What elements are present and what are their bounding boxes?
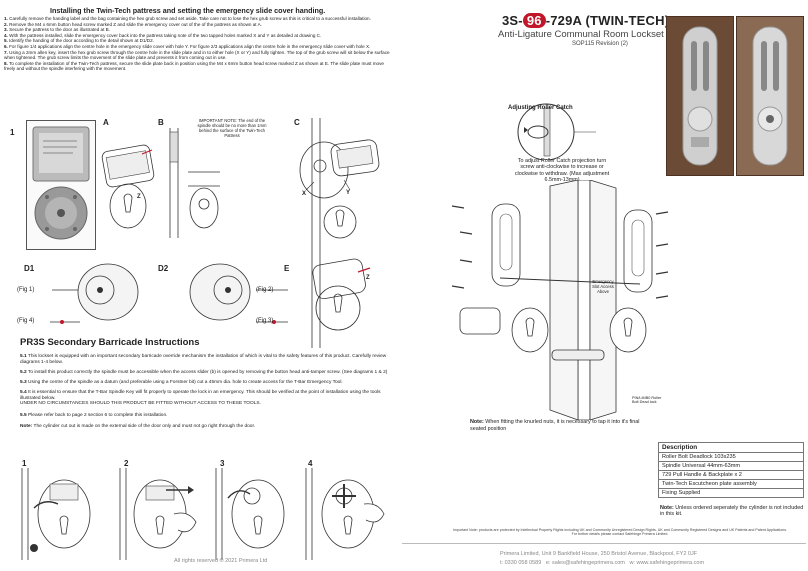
step-7: 7. Using a 2mm allen key, insert the hex… <box>4 49 390 61</box>
step-2: 2. Remove the M4 x 6mm button head screw… <box>4 21 262 27</box>
desc-item: Spindle Universal 44mm-63mm <box>658 461 804 471</box>
contact-phone: t: 0330 058 0589 <box>500 560 542 566</box>
figure-a-z-label: Z <box>137 194 141 200</box>
callout-text: To adjust Roller Catch projection turn s… <box>514 158 610 184</box>
product-subtitle: Anti-Ligature Communal Room Lockset <box>498 29 664 40</box>
revision: SOP115 Revision (2) <box>572 41 628 47</box>
step-3: 3. Secure the pattress to the door as il… <box>4 27 110 33</box>
roller-catch-callout <box>517 103 596 160</box>
fig-4-tag: (Fig 4) <box>17 318 35 324</box>
figure-e-label: E <box>284 264 290 273</box>
roller-bolt-label: PIN/LIMB0 Roller Bolt Dead lock <box>632 396 662 405</box>
step-1: 1. Carefully remove the handing label an… <box>4 16 371 21</box>
diagram-3-label: 3 <box>220 459 225 468</box>
para-5-4: 5.4 It is essential to ensure that the T… <box>20 389 381 401</box>
step-8: 8. To complete the installation of the T… <box>4 60 384 72</box>
description-table: Description Roller Bolt Deadlock 103x235… <box>658 442 804 498</box>
door-edge-lines <box>311 118 321 348</box>
figure-d2-drawing <box>189 263 288 324</box>
title-number-badge: 96 <box>522 13 546 28</box>
fig-2-tag: (Fig 2) <box>256 287 274 293</box>
step-5: 5. Identify the handing of the door acco… <box>4 38 154 44</box>
figure-b-label: B <box>158 118 164 127</box>
figure-c-drawing <box>299 139 380 239</box>
company-address: Primera Limited, Unit 9 Bankfield House,… <box>500 551 698 557</box>
para-5-5: 5.5 Please refer back to page 2 section … <box>20 413 168 419</box>
hole-y-label: Y <box>346 190 351 196</box>
figure-c-label: C <box>294 118 300 127</box>
cylinder-not-included-note: Note: Unless ordered seperately the cyli… <box>660 505 804 518</box>
pull-handle-photo-icon-2 <box>752 26 788 166</box>
product-photo-left <box>666 16 734 176</box>
ip-note-line-2: For further details please contact Safeh… <box>571 532 669 537</box>
ip-note: Important Note: products are protected b… <box>436 528 804 537</box>
step-6: 6. For figure 1/4 applications align the… <box>4 43 371 49</box>
copyright: All rights reserved © 2021 Primera Ltd <box>174 558 268 564</box>
figure-e-z-label: Z <box>366 275 370 281</box>
install-heading: Installing the Twin-Tech pattress and se… <box>50 6 326 15</box>
diagram-2-label: 2 <box>124 459 129 468</box>
callout-title: Adjusting Roller Catch <box>508 105 573 111</box>
diagram-1-label: 1 <box>22 459 27 468</box>
figure-e-drawing <box>312 258 371 331</box>
title-suffix: -729A (TWIN-TECH) <box>545 13 670 28</box>
pull-handle-photo-icon <box>682 26 718 166</box>
important-note: IMPORTANT NOTE: The end of the spindle s… <box>197 118 267 138</box>
fig-3-tag: (Fig 3) <box>256 318 274 324</box>
exploded-lock-diagram <box>451 180 669 420</box>
figure-1-photos <box>26 120 96 250</box>
footer-divider <box>402 543 806 544</box>
warning-text: UNDER NO CIRCUMSTANCES SHOULD THIS PRODU… <box>20 401 261 407</box>
pr3s-paragraphs: 5.1 This lockset is equipped with an imp… <box>20 354 390 430</box>
knurled-nut-note: Note: When fitting the knurled nuts, it … <box>470 419 640 432</box>
figure-d2-label: D2 <box>158 264 169 273</box>
step-4: 4. With the pattress installed, slide th… <box>4 32 322 38</box>
barricade-diagrams <box>21 468 385 560</box>
figure-d1-label: D1 <box>24 264 35 273</box>
desc-item: Fixing Supplied <box>658 488 804 498</box>
emergency-slot-label: Emergency Slot Access Above <box>592 279 614 294</box>
pattress-photo-illustration <box>32 126 90 240</box>
cylinder-note: Note: The cylinder cut out is made on th… <box>20 424 256 430</box>
title-prefix: 3S- <box>502 13 523 28</box>
hole-x-label: X <box>302 191 307 197</box>
install-steps: 1. Carefully remove the handing label an… <box>4 16 390 72</box>
desc-item: Roller Bolt Deadlock 103x235 <box>658 452 804 462</box>
pr3s-title: PR3S Secondary Barricade Instructions <box>20 337 200 348</box>
contact-website[interactable]: w: www.safehingeprimera.com <box>629 560 705 566</box>
figure-a-label: A <box>103 118 109 127</box>
para-5-3: 5.3 Using the centre of the spindle as a… <box>20 379 343 385</box>
para-5-2: 5.2 To install this product correctly th… <box>20 369 388 375</box>
figure-b-drawing <box>169 128 220 238</box>
desc-item: 729 Pull Handle & Backplate x 2 <box>658 470 804 480</box>
product-title: 3S-96-729A (TWIN-TECH) <box>502 13 669 28</box>
ip-note-line-1: Important Note: products are protected b… <box>453 528 787 532</box>
description-header: Description <box>658 442 804 453</box>
desc-item: Twin-Tech Escutcheon plate assembly <box>658 479 804 489</box>
figure-d1-drawing <box>50 263 139 324</box>
figure-1-label: 1 <box>10 128 15 137</box>
contact-email[interactable]: e: sales@safehingeprimera.com <box>545 560 625 566</box>
contact-line: t: 0330 058 0589 e: sales@safehingeprime… <box>500 560 704 566</box>
diagram-4-label: 4 <box>308 459 313 468</box>
para-5-1: 5.1 This lockset is equipped with an imp… <box>20 354 387 365</box>
product-photo-right <box>736 16 804 176</box>
figure-a-drawing <box>101 144 155 229</box>
fig-1-tag: (Fig 1) <box>17 287 35 293</box>
